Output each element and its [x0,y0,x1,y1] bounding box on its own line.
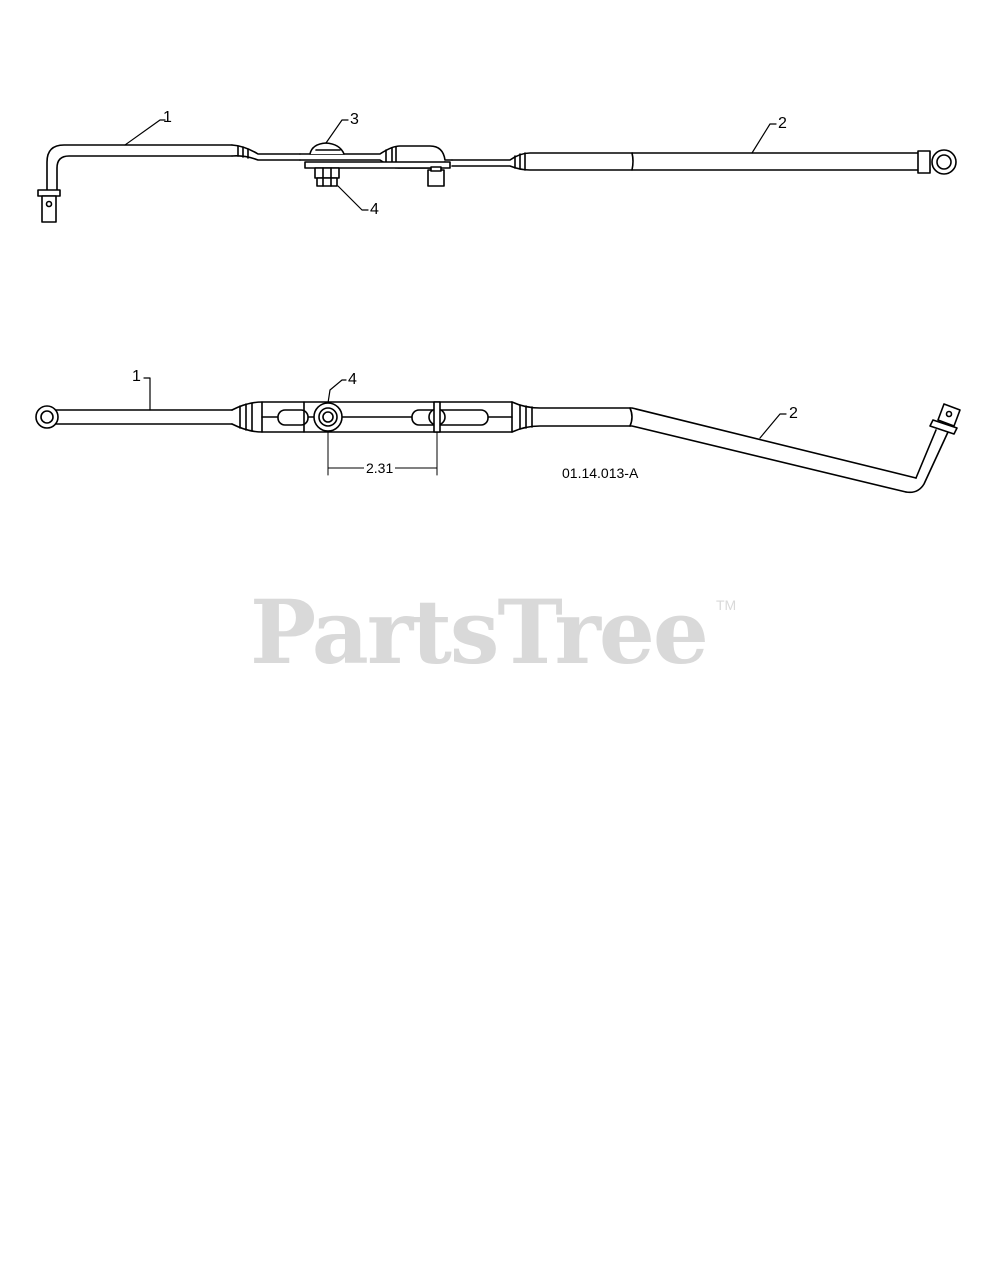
top-view-assembly [37,119,957,223]
watermark-logo: PartsTree [250,580,709,684]
part-1-rod-side [35,401,263,433]
callout-2-side: 2 [789,405,798,422]
drawing-number: 01.14.013-A [562,465,639,481]
dimension-label: 2.31 [364,460,396,476]
leader-lines-top [124,119,777,211]
callout-1-side: 1 [132,368,141,385]
callout-2-top: 2 [778,115,787,132]
part-4-nut-top [314,167,340,187]
leader-lines-side [143,377,787,439]
part-2-rod-top [451,149,957,175]
part-4-nut-side [313,402,343,432]
part-2-rod-side [511,401,961,494]
callout-1-top: 1 [163,109,172,126]
adjuster-plate-top [299,145,453,187]
side-view-assembly [35,377,961,494]
part-3-bolt-head [309,142,345,155]
trademark-mark: TM [716,597,737,613]
callout-4-side: 4 [348,371,357,388]
adjuster-body-side [261,401,513,433]
callout-4-top: 4 [370,201,379,218]
callout-3-top: 3 [350,111,359,128]
part-1-rod-top [37,144,301,223]
